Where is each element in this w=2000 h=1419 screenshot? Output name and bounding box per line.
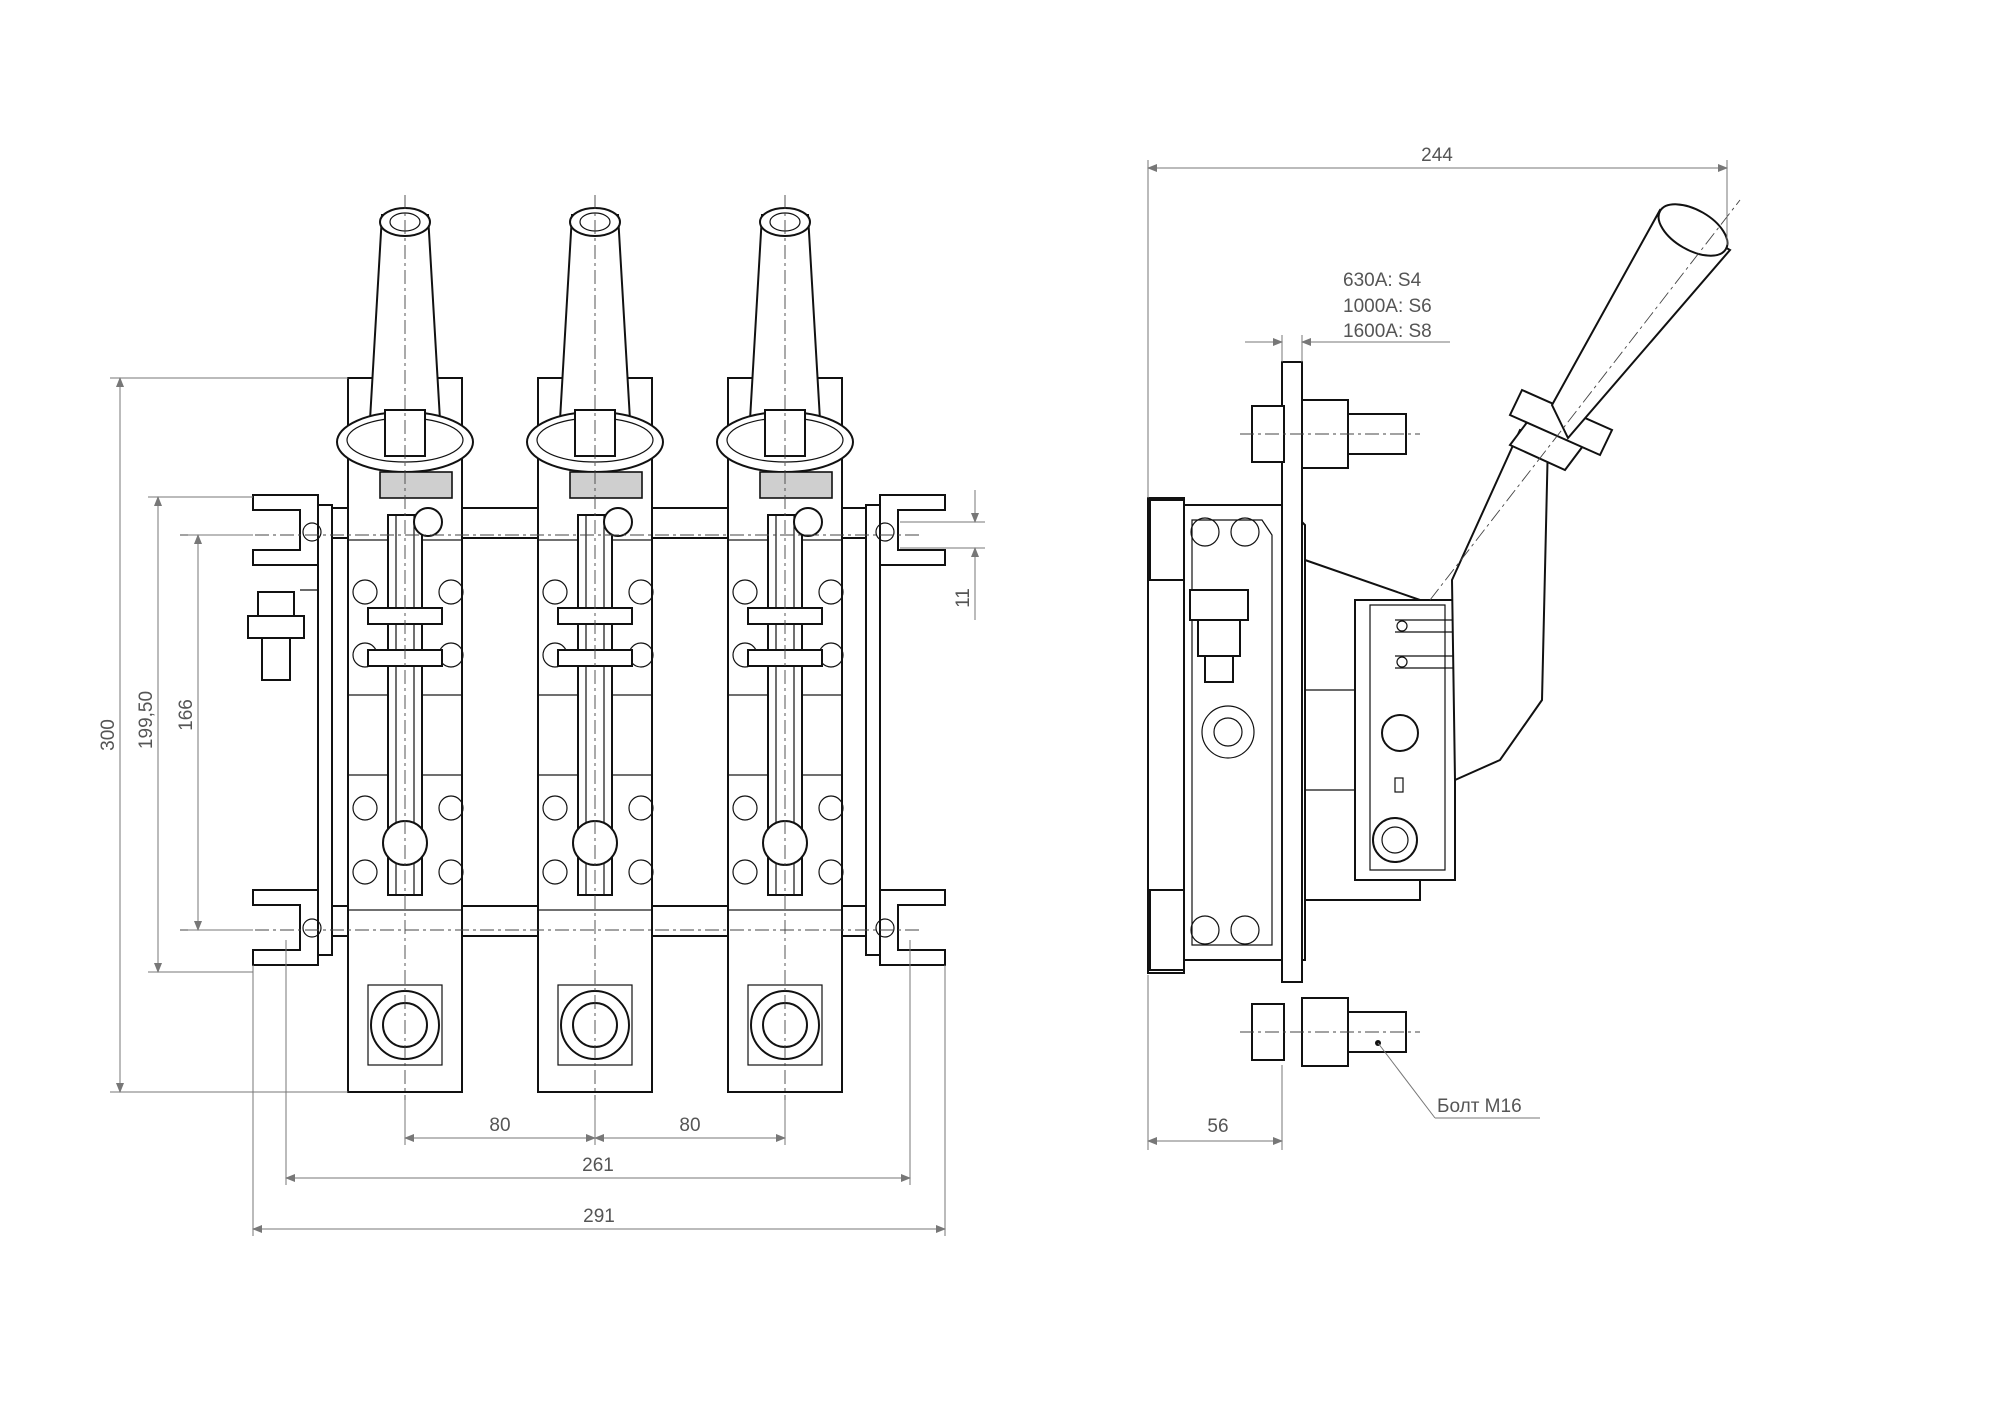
dim-mount-width: 261 — [582, 1155, 614, 1176]
dim-front-height-inner: 166 — [176, 699, 197, 731]
side-dimensions: 244 630A: S4 1000A: S6 1600A: S8 56 Болт… — [1147, 145, 1728, 1150]
dim-overall-width: 291 — [583, 1206, 615, 1227]
dim-pole-spacing-2: 80 — [679, 1115, 700, 1136]
cable-size-line-1: 630A: S4 — [1343, 270, 1422, 291]
cable-size-line-2: 1000A: S6 — [1343, 296, 1432, 317]
front-dimensions: 300 199,50 166 11 80 80 261 — [98, 377, 985, 1236]
dim-side-depth-total: 244 — [1421, 145, 1453, 166]
dim-front-height-mount: 199,50 — [136, 691, 157, 749]
bolt-callout: Болт М16 — [1437, 1096, 1522, 1117]
pole-2 — [526, 195, 664, 1100]
left-mounting-brackets — [247, 494, 333, 966]
side-view — [1147, 199, 1741, 1067]
dim-front-height-total: 300 — [98, 719, 119, 751]
dim-pole-spacing-1: 80 — [489, 1115, 510, 1136]
cable-size-line-3: 1600A: S8 — [1343, 321, 1432, 342]
dim-front-small-gap: 11 — [953, 588, 974, 608]
pole-3 — [716, 195, 854, 1100]
dim-side-depth-front: 56 — [1207, 1116, 1228, 1137]
right-mounting-brackets — [865, 494, 946, 966]
pole-1 — [336, 195, 474, 1100]
front-view — [180, 195, 946, 1100]
